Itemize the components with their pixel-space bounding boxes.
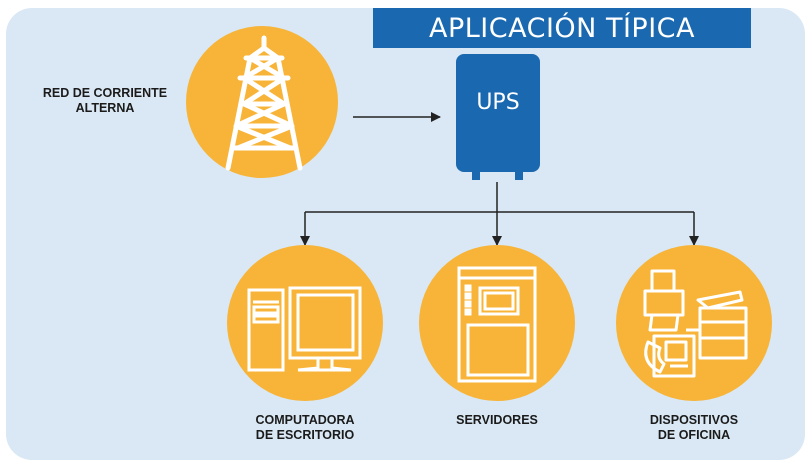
- office-node: [616, 245, 772, 401]
- power-grid-node: [186, 26, 338, 178]
- power-grid-label: RED DE CORRIENTE ALTERNA: [30, 86, 180, 116]
- office-label: DISPOSITIVOS DE OFICINA: [629, 413, 759, 443]
- desktop-computer-icon: [247, 286, 362, 372]
- desktop-label-line2: DE ESCRITORIO: [255, 428, 355, 442]
- transmission-tower-icon: [225, 35, 303, 171]
- office-devices-icon: [643, 269, 748, 378]
- distribution-arrows: [300, 182, 699, 246]
- ups-label: UPS: [476, 90, 520, 115]
- office-label-line2: DE OFICINA: [657, 428, 731, 442]
- desktop-circle: [227, 245, 383, 401]
- power-grid-label-line2: ALTERNA: [75, 101, 135, 115]
- power-grid-label-line1: RED DE CORRIENTE: [42, 86, 168, 100]
- servers-label: SERVIDORES: [456, 413, 538, 427]
- diagram-panel: APLICACIÓN TÍPICA: [6, 8, 805, 460]
- ups-icon: [456, 54, 540, 180]
- office-circle: [616, 245, 772, 401]
- diagram-title: APLICACIÓN TÍPICA: [373, 8, 751, 48]
- office-label-line1: DISPOSITIVOS: [649, 413, 739, 427]
- desktop-label-line1: COMPUTADORA: [255, 413, 355, 427]
- desktop-node: [227, 245, 383, 401]
- servers-node: [419, 245, 575, 401]
- desktop-label: COMPUTADORA DE ESCRITORIO: [235, 413, 375, 443]
- server-icon: [457, 266, 537, 383]
